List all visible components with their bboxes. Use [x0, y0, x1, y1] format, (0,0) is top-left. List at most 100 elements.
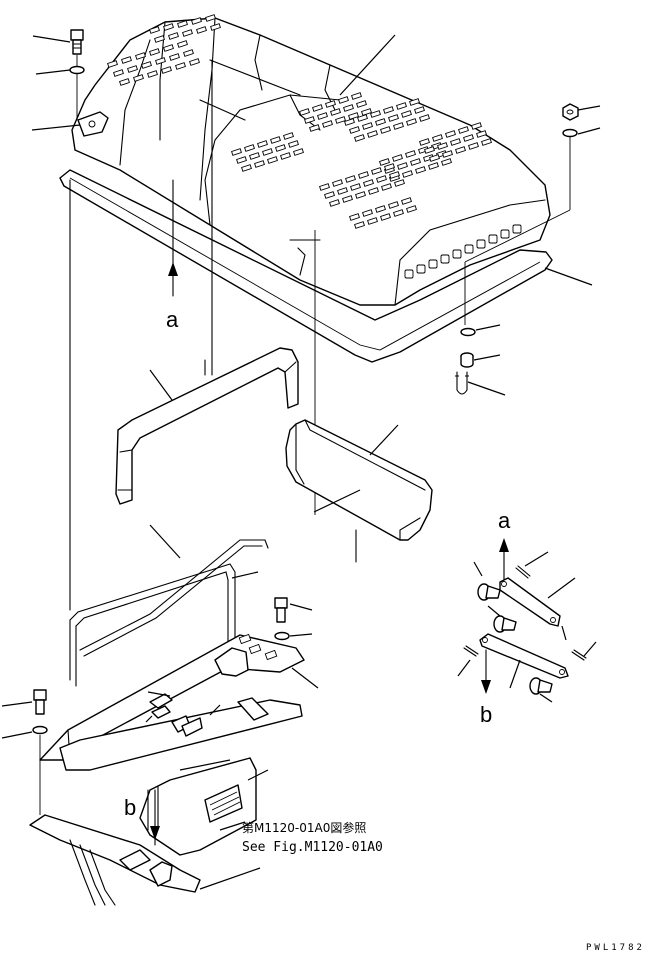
spacer-collar	[460, 352, 474, 368]
bolt-center	[171, 715, 203, 737]
vent-slot	[392, 154, 403, 162]
washer-mid-right	[274, 631, 290, 641]
vent-slot	[149, 26, 160, 34]
vent-slot	[329, 199, 340, 207]
view-a-arrow	[168, 179, 178, 297]
view-b-arrow	[150, 789, 160, 846]
hood-shell	[71, 17, 551, 306]
vent-slot	[363, 179, 374, 187]
vent-slot	[304, 116, 315, 124]
vent-slot	[141, 61, 152, 69]
vent-slot	[183, 49, 194, 57]
vent-slot	[481, 138, 492, 146]
vent-slot	[338, 96, 349, 104]
vent-slot	[354, 221, 365, 229]
vent-slot	[349, 126, 360, 134]
vent-slot	[147, 70, 158, 78]
vent-slot	[471, 122, 482, 130]
vent-slot	[368, 187, 379, 195]
vent-slot	[394, 179, 405, 187]
vent-slot	[381, 183, 392, 191]
u-bolt	[455, 371, 469, 395]
vent-slot	[161, 66, 172, 74]
vent-slot	[375, 205, 386, 213]
vent-slot	[393, 122, 404, 130]
front-vent-slot	[500, 229, 510, 239]
vent-slot	[330, 108, 341, 116]
detail-b-arrow	[481, 649, 491, 694]
detail-a-label: a	[498, 508, 511, 533]
front-vent-slot	[416, 264, 426, 274]
link-arm-lower	[479, 633, 569, 679]
vent-slot	[356, 100, 367, 108]
vent-slot	[244, 144, 255, 152]
vent-slot	[445, 130, 456, 138]
vent-slot	[267, 156, 278, 164]
vent-slot	[351, 92, 362, 100]
vent-slot	[169, 53, 180, 61]
vent-slot	[319, 183, 330, 191]
bracket-clip	[214, 647, 249, 677]
vent-slot	[384, 163, 395, 171]
vent-slot	[468, 142, 479, 150]
vent-slot	[309, 124, 320, 132]
vent-slot	[210, 23, 221, 31]
vent-slot	[288, 140, 299, 148]
vent-slot	[409, 98, 420, 106]
vent-slot	[191, 17, 202, 25]
vent-slot	[293, 148, 304, 156]
vent-slot	[450, 138, 461, 146]
arch-support-bracket	[115, 347, 299, 505]
vent-slot	[345, 175, 356, 183]
front-vent-slot	[476, 239, 486, 249]
vent-slot	[362, 122, 373, 130]
hood-vent-slots	[107, 14, 492, 229]
vent-slot	[379, 158, 390, 166]
vent-slot	[182, 29, 193, 37]
front-vent-slot	[512, 224, 522, 234]
clevis-pin-3	[529, 677, 553, 695]
vent-slot	[299, 108, 310, 116]
vent-slot	[437, 142, 448, 150]
vent-slot	[342, 195, 353, 203]
vent-slot	[380, 213, 391, 221]
vent-slot	[406, 118, 417, 126]
vent-slot	[107, 60, 118, 68]
vent-slot	[154, 35, 165, 43]
vent-slot	[357, 114, 368, 122]
vent-slot	[196, 26, 207, 34]
hood-cover	[59, 14, 553, 363]
vent-slot	[241, 164, 252, 172]
vent-slot	[354, 134, 365, 142]
vent-slot	[361, 108, 372, 116]
bolt-mid-right	[274, 597, 288, 623]
vent-slot	[383, 106, 394, 114]
vent-slot	[376, 175, 387, 183]
front-vent-slot	[464, 244, 474, 254]
hood-front-slots	[404, 224, 522, 279]
vent-slot	[380, 126, 391, 134]
vent-slot	[410, 158, 421, 166]
reference-note-japanese: 第M1120-01A0図参照	[242, 820, 366, 835]
vent-slot	[424, 146, 435, 154]
vent-slot	[335, 116, 346, 124]
vent-slot	[254, 160, 265, 168]
front-vent-slot	[452, 249, 462, 259]
vent-slot	[367, 130, 378, 138]
vent-slot	[397, 162, 408, 170]
vent-slot	[350, 183, 361, 191]
vent-slot	[113, 69, 124, 77]
vent-slot	[312, 104, 323, 112]
vent-slot	[325, 100, 336, 108]
vent-slot	[371, 167, 382, 175]
vent-slot	[458, 126, 469, 134]
vent-slot	[367, 217, 378, 225]
vent-slot	[175, 62, 186, 70]
vent-slot	[283, 132, 294, 140]
vent-slot	[119, 78, 130, 86]
vent-slot	[389, 171, 400, 179]
washer-top-right	[562, 128, 578, 138]
vent-slot	[249, 152, 260, 160]
reference-note-english: See Fig.M1120-01A0	[242, 840, 383, 855]
vent-slot	[257, 140, 268, 148]
